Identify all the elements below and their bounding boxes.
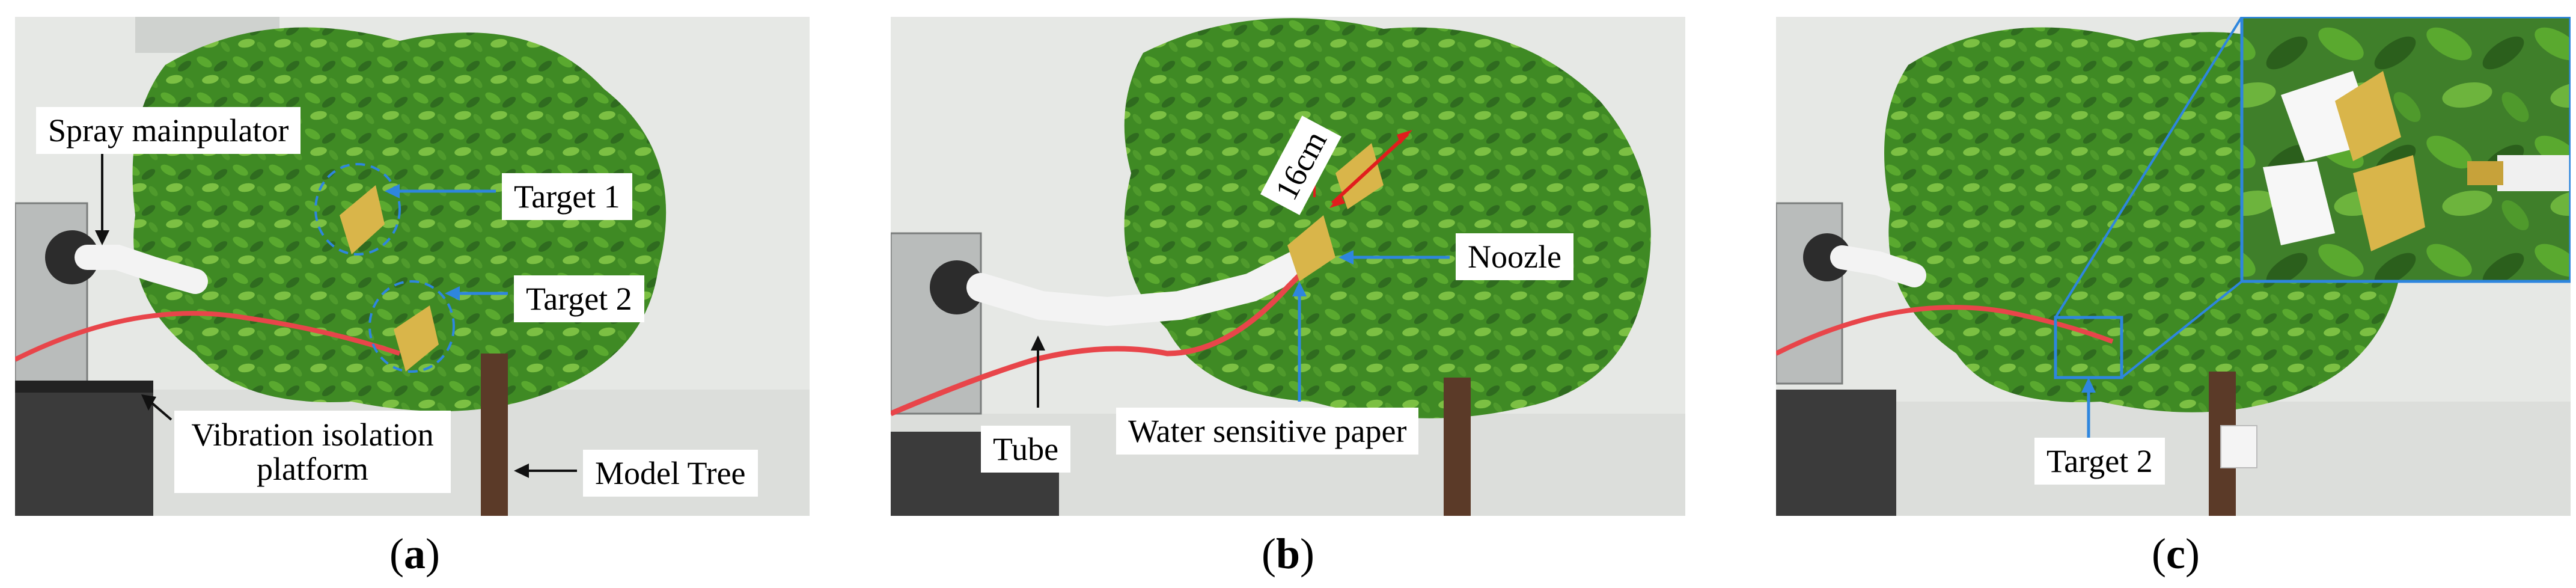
caption-b: (b)	[1261, 530, 1314, 578]
photo-panel-c: Target 2	[1776, 17, 2571, 516]
label-target-2: Target 2	[514, 275, 644, 322]
label-model-tree: Model Tree	[583, 450, 758, 497]
label-water-sensitive-paper: Water sensitive paper	[1116, 408, 1419, 455]
label-target-2-zoom: Target 2	[2034, 438, 2165, 485]
caption-a: (a)	[389, 530, 440, 578]
scene-c	[1776, 17, 2571, 516]
caption-c: (c)	[2152, 530, 2200, 578]
photo-panel-a: Spray mainpulator Target 1 Target 2 Vibr…	[15, 17, 810, 516]
label-spray-manipulator: Spray mainpulator	[36, 107, 301, 154]
label-tube: Tube	[981, 426, 1071, 473]
photo-panel-b: 16cm Noozle Tube Water sensitive paper	[891, 17, 1685, 516]
label-target-1: Target 1	[502, 173, 632, 220]
label-vibration-platform: Vibration isolation platform	[174, 411, 451, 494]
scene-a	[15, 17, 810, 516]
label-nozzle: Noozle	[1456, 233, 1573, 280]
